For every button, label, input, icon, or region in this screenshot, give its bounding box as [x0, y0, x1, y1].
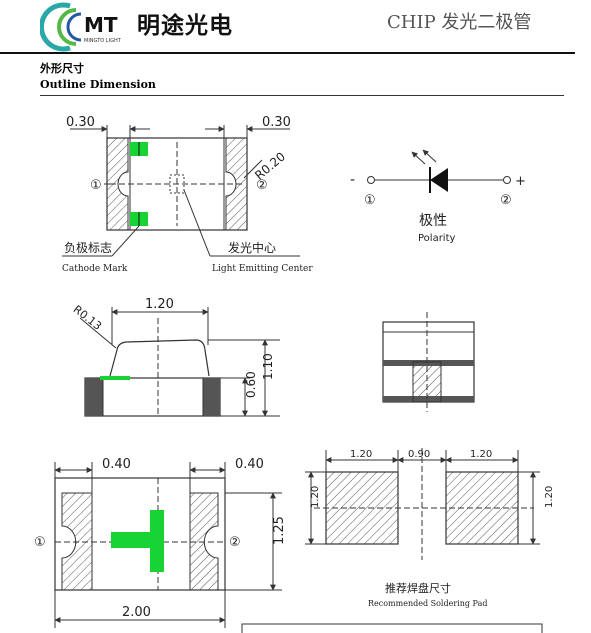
cathode-label-cn: 负极标志	[64, 241, 112, 255]
pad-height-left: 1.20	[310, 486, 321, 508]
light-arrow-icon	[411, 151, 426, 165]
bottom-pin1: ①	[34, 535, 46, 550]
center-label-cn: 发光中心	[228, 240, 276, 255]
section-title-en: Outline Dimension	[40, 78, 156, 91]
bottom-polarity-mark-v	[150, 510, 164, 572]
bottom-polarity-mark-h	[111, 532, 161, 548]
bottom-height: 1.25	[272, 516, 287, 545]
pad-height-right: 1.20	[544, 486, 555, 508]
header-divider	[0, 52, 575, 54]
cathode-label-en: Cathode Mark	[62, 264, 128, 274]
top-dim-left: 0.30	[66, 115, 95, 130]
top-dim-right: 0.30	[262, 115, 291, 130]
polarity-diagram: - + ① ② 极性 Polarity	[350, 149, 526, 244]
logo-subtext: MINGTO LIGHT	[84, 38, 122, 44]
polarity-label-en: Polarity	[418, 233, 456, 244]
header: MT MINGTO LIGHT 明途光电 CHIP 发光二极管	[0, 0, 591, 56]
polarity-label-cn: 极性	[419, 213, 447, 229]
polarity-plus: +	[515, 174, 526, 189]
pad-width-left: 1.20	[350, 449, 372, 460]
brand-name: 明途光电	[137, 13, 233, 39]
side-view: 1.20 R0.13 0.60 1.10	[71, 297, 280, 417]
bottom-width: 2.00	[122, 605, 151, 620]
bottom-pin2: ②	[229, 535, 241, 550]
side-radius: R0.13	[71, 303, 104, 333]
center-label-en: Light Emitting Center	[212, 264, 313, 274]
side-height-total: 1.10	[261, 353, 275, 380]
table-frame-partial	[241, 623, 543, 633]
pad-gap: 0.90	[408, 449, 430, 460]
document-title: CHIP 发光二极管	[387, 12, 532, 33]
bottom-view: ① ② 0.40 0.40 1.25 2.00	[34, 457, 287, 628]
solder-pad-view: 1.20 0.90 1.20 1.20 1.20 推荐焊盘尺寸 Recommen…	[305, 448, 555, 608]
side-cathode-mark	[100, 376, 130, 380]
top-pin1: ①	[90, 178, 102, 193]
polarity-minus: -	[350, 172, 355, 188]
pad-label-cn: 推荐焊盘尺寸	[385, 581, 451, 595]
company-logo-icon: MT MINGTO LIGHT	[40, 2, 122, 52]
side-height-body: 0.60	[244, 371, 258, 398]
bottom-dim-right: 0.40	[235, 457, 264, 472]
pad-label-en: Recommended Soldering Pad	[368, 599, 487, 608]
logo-letters: MT	[84, 13, 118, 37]
top-view: 0.30 0.30 R0.20 ① ② 负极标志 Cathode Mark 发光…	[62, 115, 313, 274]
bottom-dim-left: 0.40	[102, 457, 131, 472]
top-pin2: ②	[256, 178, 268, 193]
section-divider	[40, 95, 564, 96]
side-width: 1.20	[145, 297, 174, 312]
diode-icon	[430, 168, 448, 192]
polarity-pin1: ①	[364, 193, 376, 208]
pad-width-right: 1.20	[470, 449, 492, 460]
polarity-pin2: ②	[500, 193, 512, 208]
front-view	[382, 312, 475, 412]
section-title-cn: 外形尺寸	[40, 62, 84, 75]
